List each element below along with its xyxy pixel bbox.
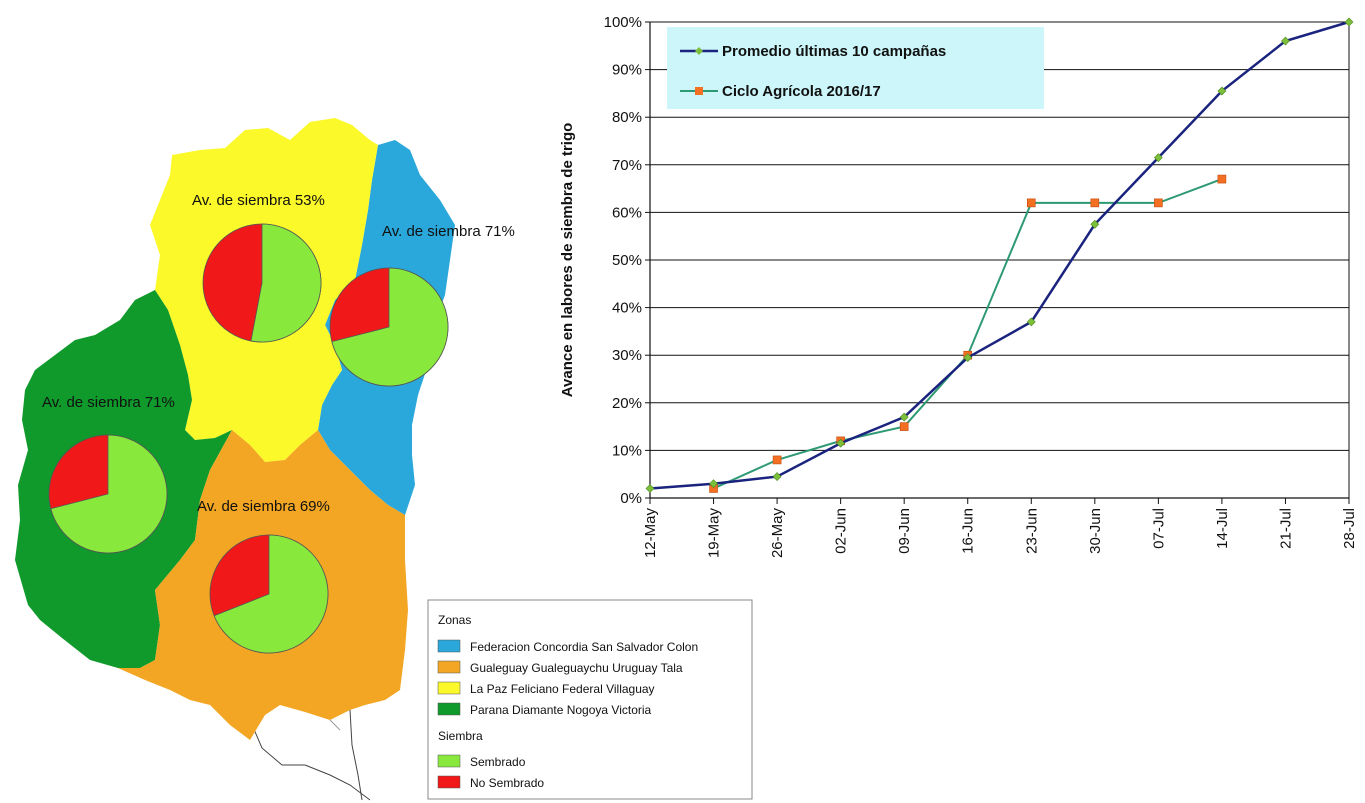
map-legend-zonas-title: Zonas: [438, 613, 471, 627]
point-promedio-5: [963, 353, 973, 363]
x-tick-label-10: 21-Jul: [1277, 508, 1294, 549]
point-ciclo-6: [1026, 198, 1036, 208]
pie-0-sembrado-slice: [250, 223, 322, 343]
pie-2-sembrado-slice: [50, 434, 168, 554]
point-promedio-6: [1026, 317, 1036, 327]
y-tick-label-8: 80%: [612, 109, 642, 126]
chart-y-ticks: 0% 10% 20% 30% 40% 50% 60% 70% 80% 90% 100%: [604, 14, 650, 507]
x-tick-label-11: 28-Jul: [1341, 508, 1358, 549]
map-legend-zona-2: La Paz Feliciano Federal Villaguay: [470, 682, 655, 696]
pie-3-sembrado-slice: [213, 534, 329, 654]
point-ciclo-9: [1217, 174, 1227, 184]
y-tick-label-3: 30%: [612, 347, 642, 364]
map-legend-swatch-green: [437, 702, 461, 716]
point-promedio-10: [1281, 36, 1290, 46]
x-tick-label-1: 19-May: [706, 508, 723, 559]
point-ciclo-7: [1090, 198, 1100, 208]
point-promedio-4: [899, 412, 909, 422]
x-tick-label-3: 02-Jun: [833, 508, 850, 554]
y-tick-label-6: 60%: [612, 204, 642, 221]
x-tick-label-5: 16-Jun: [960, 508, 977, 554]
point-promedio-2: [772, 472, 782, 482]
map-legend-swatch-yellow: [437, 681, 461, 695]
point-promedio-9: [1217, 86, 1227, 96]
chart-legend-marker-promedio: [695, 47, 703, 55]
point-promedio-0: [645, 484, 655, 493]
point-promedio-11: [1344, 17, 1354, 27]
map-legend-zona-3: Parana Diamante Nogoya Victoria: [470, 703, 652, 717]
point-promedio-1: [709, 479, 718, 489]
map-legend: Zonas Federacion Concordia San Salvador …: [427, 599, 753, 800]
y-tick-label-1: 10%: [612, 442, 642, 459]
y-tick-label-5: 50%: [612, 252, 642, 269]
chart-y-axis-label: Avance en labores de siembra de trigo: [559, 123, 576, 398]
x-tick-label-8: 07-Jul: [1150, 508, 1167, 549]
chart-legend-marker-ciclo: [695, 87, 703, 95]
x-tick-label-4: 09-Jun: [896, 508, 913, 554]
line-chart: 0% 10% 20% 30% 40% 50% 60% 70% 80% 90% 100% 12-May…: [559, 14, 1358, 558]
series-line-promedio: [649, 20, 1350, 490]
point-ciclo-8: [1154, 198, 1163, 208]
chart-legend: Promedio últimas 10 campañas Ciclo Agríc…: [667, 27, 1044, 109]
chart-legend-box: [667, 27, 1044, 109]
map-legend-siembra-0: Sembrado: [470, 755, 526, 769]
x-tick-label-7: 30-Jun: [1087, 508, 1104, 554]
chart-legend-label-ciclo: Ciclo Agrícola 2016/17: [722, 83, 881, 100]
chart-x-ticks: 12-May 19-May 26-May 02-Jun 09-Jun 16-Jun 23-J…: [642, 498, 1358, 558]
map-legend-box: [427, 599, 753, 800]
map-legend-swatch-orange: [437, 660, 461, 674]
x-tick-label-9: 14-Jul: [1214, 508, 1231, 549]
y-tick-label-7: 70%: [612, 157, 642, 174]
y-tick-label-0: 0%: [620, 490, 642, 507]
zone-label-parana: Av. de siembra 71%: [42, 394, 175, 411]
pie-1-sembrado-slice: [331, 267, 449, 387]
y-tick-label-9: 90%: [612, 62, 642, 79]
point-promedio-3: [836, 438, 846, 448]
point-promedio-8: [1153, 153, 1163, 163]
map-legend-siembra-1: No Sembrado: [470, 776, 544, 790]
x-tick-label-6: 23-Jun: [1023, 508, 1040, 554]
point-ciclo-2: [772, 455, 782, 465]
zone-label-federacion: Av. de siembra 71%: [382, 223, 515, 240]
x-tick-label-0: 12-May: [642, 508, 659, 559]
series-line-ciclo: [713, 178, 1223, 490]
chart-legend-label-promedio: Promedio últimas 10 campañas: [722, 43, 946, 60]
zone-label-la-paz: Av. de siembra 53%: [192, 192, 325, 209]
map-legend-swatch-sembrado: [437, 754, 461, 768]
chart-series: [645, 17, 1354, 493]
pie-charts: [48, 223, 449, 654]
map-legend-swatch-no-sembrado: [437, 775, 461, 789]
point-ciclo-4: [899, 422, 909, 431]
x-tick-label-2: 26-May: [769, 508, 786, 559]
map-legend-zona-1: Gualeguay Gualeguaychu Uruguay Tala: [470, 661, 683, 675]
zone-label-gualeguay: Av. de siembra 69%: [197, 498, 330, 515]
map-legend-siembra-title: Siembra: [438, 729, 483, 743]
y-tick-label-4: 40%: [612, 300, 642, 317]
map-legend-swatch-blue: [437, 639, 461, 653]
map-legend-zona-0: Federacion Concordia San Salvador Colon: [470, 640, 698, 654]
y-tick-label-10: 100%: [604, 14, 642, 31]
y-tick-label-2: 20%: [612, 395, 642, 412]
point-promedio-7: [1090, 219, 1100, 229]
